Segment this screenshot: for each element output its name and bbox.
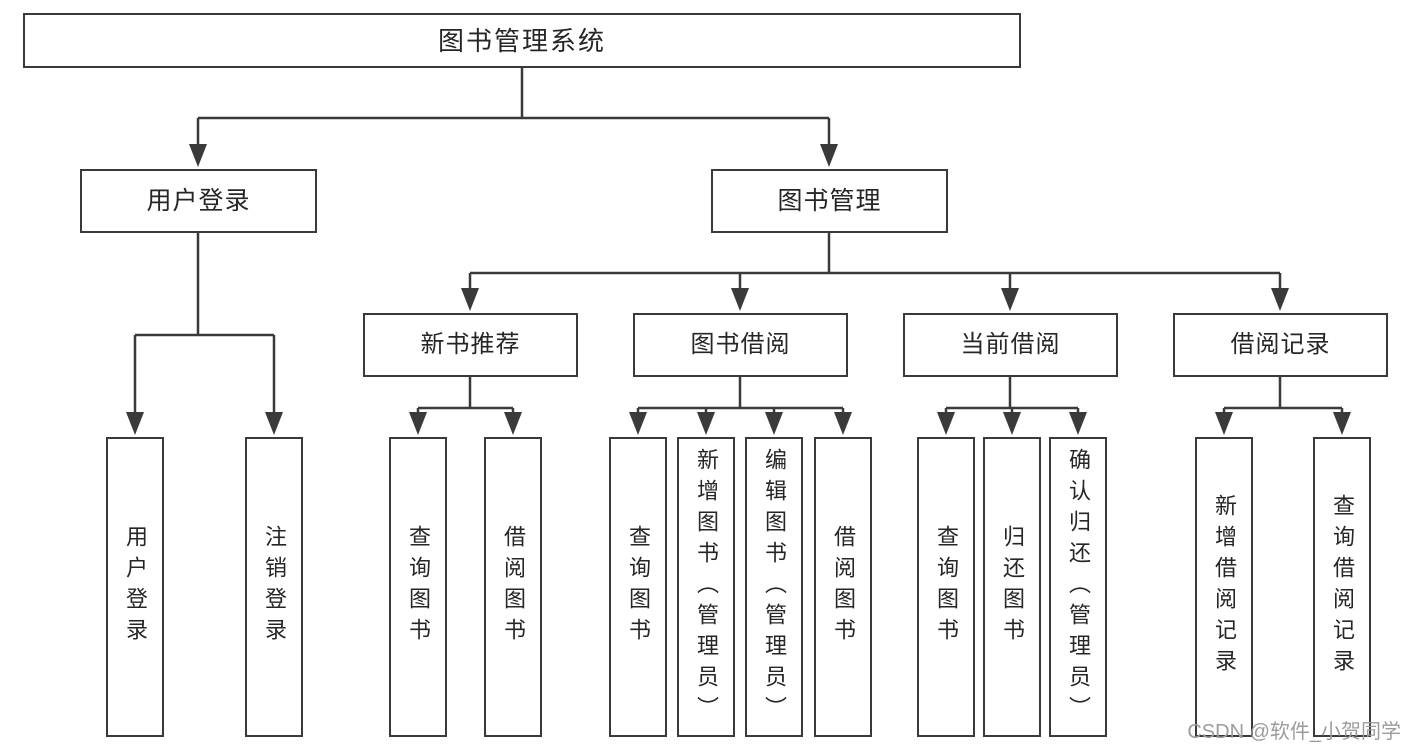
leaf-borrow-books: 借阅图书 <box>814 437 872 737</box>
connector-new-book-recommendation-children <box>416 377 515 420</box>
leaf-logout: 注销登录 <box>245 437 303 737</box>
leaf-label: 用户登录 <box>123 525 148 649</box>
leaf-query-books-borrow: 查询图书 <box>609 437 667 737</box>
arrow-down-icon <box>1069 412 1087 435</box>
node-label: 借阅记录 <box>1230 331 1331 358</box>
leaf-label: 借阅图书 <box>501 525 526 649</box>
leaf-label: 新增借阅记录 <box>1212 494 1237 680</box>
connector-root-to-level2 <box>196 68 831 150</box>
leaf-query-books-current: 查询图书 <box>917 437 975 737</box>
arrow-down-icon <box>504 412 522 435</box>
leaf-user-login: 用户登录 <box>106 437 164 737</box>
node-current-borrowing: 当前借阅 <box>903 313 1118 377</box>
arrow-down-icon <box>820 144 838 167</box>
arrow-down-icon <box>629 412 647 435</box>
leaf-label: 注销登录 <box>262 525 287 649</box>
arrow-down-icon <box>834 412 852 435</box>
leaf-label: 新增图书（管理员） <box>694 447 719 727</box>
connector-book-borrowing-children <box>636 377 845 420</box>
connector-user-login-children <box>133 233 276 418</box>
node-label: 图书管理系统 <box>437 25 606 56</box>
leaf-label: 查询图书 <box>934 525 959 649</box>
leaf-return-books: 归还图书 <box>983 437 1041 737</box>
arrow-down-icon <box>461 288 479 311</box>
arrow-down-icon <box>1215 412 1233 435</box>
leaf-label: 确认归还（管理员） <box>1066 447 1091 727</box>
csdn-watermark: CSDN @软件_小贺同学 <box>1187 721 1401 743</box>
leaf-label: 归还图书 <box>1000 525 1025 649</box>
leaf-label: 查询图书 <box>626 525 651 649</box>
node-label: 图书借阅 <box>690 331 791 358</box>
node-library-management-system: 图书管理系统 <box>23 13 1021 68</box>
node-user-login: 用户登录 <box>80 169 317 233</box>
node-book-borrowing: 图书借阅 <box>633 313 848 377</box>
leaf-query-borrowing-record: 查询借阅记录 <box>1313 437 1371 737</box>
arrow-down-icon <box>697 412 715 435</box>
node-label: 用户登录 <box>146 186 251 215</box>
connector-borrowing-records-children <box>1222 377 1344 420</box>
arrow-down-icon <box>765 412 783 435</box>
leaf-label: 查询图书 <box>406 525 431 649</box>
leaf-label: 查询借阅记录 <box>1330 494 1355 680</box>
arrow-down-icon <box>1333 412 1351 435</box>
leaf-label: 编辑图书（管理员） <box>762 447 787 727</box>
leaf-edit-book-admin: 编辑图书（管理员） <box>745 437 803 737</box>
arrow-down-icon <box>409 412 427 435</box>
arrowheads <box>126 144 1351 435</box>
node-label: 图书管理 <box>777 186 882 215</box>
node-label: 新书推荐 <box>420 331 521 358</box>
arrow-down-icon <box>1001 288 1019 311</box>
node-label: 当前借阅 <box>960 331 1061 358</box>
leaf-borrow-books-recommend: 借阅图书 <box>484 437 542 737</box>
arrow-down-icon <box>1271 288 1289 311</box>
arrow-down-icon <box>937 412 955 435</box>
node-new-book-recommendation: 新书推荐 <box>363 313 578 377</box>
arrow-down-icon <box>731 288 749 311</box>
leaf-confirm-return-admin: 确认归还（管理员） <box>1049 437 1107 737</box>
arrow-down-icon <box>189 144 207 167</box>
leaf-add-borrowing-record: 新增借阅记录 <box>1195 437 1253 737</box>
leaf-add-book-admin: 新增图书（管理员） <box>677 437 735 737</box>
connector-book-management-children <box>468 233 1282 295</box>
node-borrowing-records: 借阅记录 <box>1173 313 1388 377</box>
node-book-management: 图书管理 <box>711 169 948 233</box>
arrow-down-icon <box>265 412 283 435</box>
arrow-down-icon <box>1003 412 1021 435</box>
leaf-query-books-recommend: 查询图书 <box>389 437 447 737</box>
leaf-label: 借阅图书 <box>831 525 856 649</box>
arrow-down-icon <box>126 412 144 435</box>
